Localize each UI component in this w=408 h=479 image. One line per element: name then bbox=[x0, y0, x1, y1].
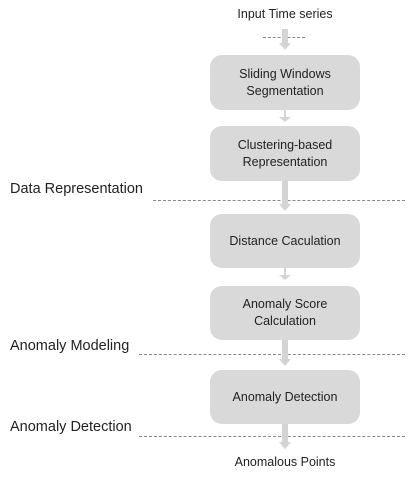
step2-line1: Clustering-based bbox=[237, 137, 333, 152]
step-distance-calculation: Distance Caculation bbox=[210, 214, 360, 268]
section-divider-anomaly-detection bbox=[139, 436, 405, 437]
step3-line1: Distance Caculation bbox=[229, 233, 341, 248]
arrow-step1-to-step2 bbox=[284, 110, 286, 118]
arrow-input-to-step1 bbox=[282, 29, 288, 43]
section-label-anomaly-modeling: Anomaly Modeling bbox=[10, 338, 130, 354]
step5-line1: Anomaly Detection bbox=[232, 389, 338, 404]
section-label-anomaly-detection: Anomaly Detection bbox=[10, 419, 132, 435]
arrow-step4-to-step5 bbox=[282, 340, 288, 360]
arrow-step5-to-output bbox=[282, 424, 288, 443]
section-label-data-representation: Data Representation bbox=[10, 181, 143, 197]
arrow-step3-to-step4 bbox=[284, 268, 286, 276]
step4-line2: Calculation bbox=[254, 314, 316, 328]
arrow-step5-to-output-head bbox=[279, 442, 291, 449]
arrow-step2-to-step3-head bbox=[279, 204, 291, 211]
section-divider-data-representation bbox=[153, 200, 405, 201]
step1-line2: Segmentation bbox=[246, 83, 324, 98]
step-clustering-based-representation: Clustering-based Representation bbox=[210, 126, 360, 181]
step4-line1: Anomaly Score bbox=[242, 297, 328, 311]
step-anomaly-score-calculation: Anomaly Score Calculation bbox=[210, 286, 360, 340]
arrow-step3-to-step4-head bbox=[279, 275, 291, 280]
arrow-input-to-step1-head bbox=[279, 43, 291, 50]
input-label: Input Time series bbox=[237, 7, 333, 21]
step-sliding-windows-segmentation: Sliding Windows Segmentation bbox=[210, 55, 360, 110]
step-anomaly-detection: Anomaly Detection bbox=[210, 370, 360, 424]
section-divider-anomaly-modeling bbox=[139, 354, 405, 355]
arrow-step1-to-step2-head bbox=[279, 117, 291, 122]
arrow-step2-to-step3 bbox=[282, 181, 288, 205]
arrow-step4-to-step5-head bbox=[279, 359, 291, 366]
output-label: Anomalous Points bbox=[234, 455, 336, 469]
step1-line1: Sliding Windows bbox=[239, 66, 331, 81]
step2-line2: Representation bbox=[242, 154, 328, 169]
